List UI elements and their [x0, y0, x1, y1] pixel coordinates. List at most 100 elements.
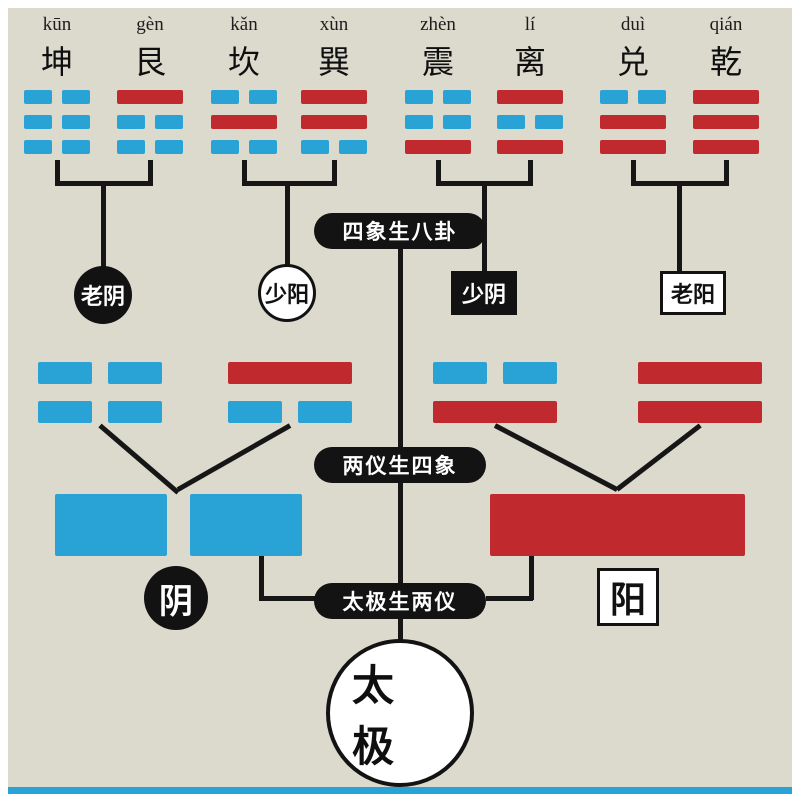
- yin-bar: [535, 115, 563, 129]
- yang-line: [228, 362, 352, 384]
- yang-bar: [228, 362, 352, 384]
- connector-line: [435, 160, 441, 186]
- connector-line: [331, 160, 337, 186]
- trigram-pinyin: lí: [524, 14, 536, 35]
- trigram-column: duì 兑: [586, 14, 680, 154]
- trigram-symbol: [211, 90, 277, 154]
- yang-bar: [433, 401, 557, 423]
- yang-bar: [117, 90, 183, 104]
- four-image-symbol: [38, 362, 162, 423]
- connector-line: [630, 160, 636, 186]
- yang-bar: [693, 140, 759, 154]
- trigram-symbol: [24, 90, 90, 154]
- four-image-label: 少阳: [258, 264, 316, 322]
- trigram-pinyin: kūn: [42, 14, 72, 35]
- yin-line: [24, 90, 90, 104]
- connector-line: [527, 160, 533, 186]
- trigram-pinyin: kǎn: [230, 14, 258, 35]
- stage-label-one-to-two: 太极生两仪: [314, 583, 486, 619]
- yin-bar: [497, 115, 525, 129]
- yin-bar: [433, 362, 487, 384]
- four-image-symbol: [433, 362, 557, 423]
- yin-bar: [211, 140, 239, 154]
- yin-bar: [62, 140, 90, 154]
- yang-bar: [638, 401, 762, 423]
- yin-line: [24, 115, 90, 129]
- yin-bar: [38, 401, 92, 423]
- trigram-hanzi: 乾: [709, 44, 742, 80]
- yin-bar: [117, 140, 145, 154]
- yang-line: [638, 401, 762, 423]
- trigram-hanzi: 巽: [317, 44, 350, 80]
- stage-label-two-to-four: 两仪生四象: [314, 447, 486, 483]
- trigram-hanzi: 坎: [227, 44, 260, 80]
- yang-line: [433, 401, 557, 423]
- yang-line: [117, 90, 183, 104]
- trigram-hanzi: 兑: [616, 44, 649, 80]
- yang-line: [693, 140, 759, 154]
- yin-bar: [638, 90, 666, 104]
- yang-line: [497, 90, 563, 104]
- connector-line: [258, 556, 264, 600]
- yang-line: [693, 115, 759, 129]
- yin-big-bar: [55, 494, 167, 556]
- yin-bar: [443, 115, 471, 129]
- trigram-symbol: [301, 90, 367, 154]
- yang-bar: [693, 115, 759, 129]
- trigram-column: lí 离: [483, 14, 577, 154]
- yin-bar: [228, 401, 282, 423]
- yin-bar: [405, 115, 433, 129]
- two-form-label: 阴: [144, 566, 208, 630]
- four-image-symbol: [638, 362, 762, 423]
- yin-line: [497, 115, 563, 129]
- yin-bar: [211, 90, 239, 104]
- yin-line: [301, 140, 367, 154]
- trigram-pinyin: zhèn: [420, 14, 456, 35]
- connector-line: [147, 160, 153, 186]
- yin-bar: [301, 140, 329, 154]
- four-image-label: 老阳: [660, 271, 726, 315]
- yin-line: [38, 362, 162, 384]
- yang-line: [638, 362, 762, 384]
- yin-bar: [249, 90, 277, 104]
- connector-line: [528, 556, 534, 600]
- yin-line: [117, 140, 183, 154]
- yin-line: [38, 401, 162, 423]
- trigram-pinyin: duì: [620, 14, 646, 35]
- yang-bar: [497, 90, 563, 104]
- yang-line: [301, 90, 367, 104]
- trigram-symbol: [600, 90, 666, 154]
- yin-bar: [38, 362, 92, 384]
- yin-bar: [24, 115, 52, 129]
- yin-line: [405, 90, 471, 104]
- trigram-hanzi: 离: [513, 44, 546, 80]
- connector-line: [486, 595, 533, 601]
- yin-line: [433, 362, 557, 384]
- connector-line: [677, 181, 682, 272]
- yang-line: [211, 115, 277, 129]
- yang-bar: [638, 362, 762, 384]
- trigram-symbol: [497, 90, 563, 154]
- yin-bar: [155, 140, 183, 154]
- yang-bar: [301, 90, 367, 104]
- yang-line: [301, 115, 367, 129]
- trigram-symbol: [693, 90, 759, 154]
- yin-bar: [443, 90, 471, 104]
- yin-line: [117, 115, 183, 129]
- yang-big-bar: [490, 494, 745, 556]
- trigram-pinyin: qián: [709, 14, 743, 35]
- yin-bar: [298, 401, 352, 423]
- yin-bar: [600, 90, 628, 104]
- yin-bar: [62, 90, 90, 104]
- yin-bar: [108, 401, 162, 423]
- yang-bar: [301, 115, 367, 129]
- trigram-column: qián 乾: [679, 14, 773, 154]
- taiji-circle: 太极: [326, 639, 474, 787]
- yin-line: [405, 115, 471, 129]
- connector-line: [284, 181, 290, 272]
